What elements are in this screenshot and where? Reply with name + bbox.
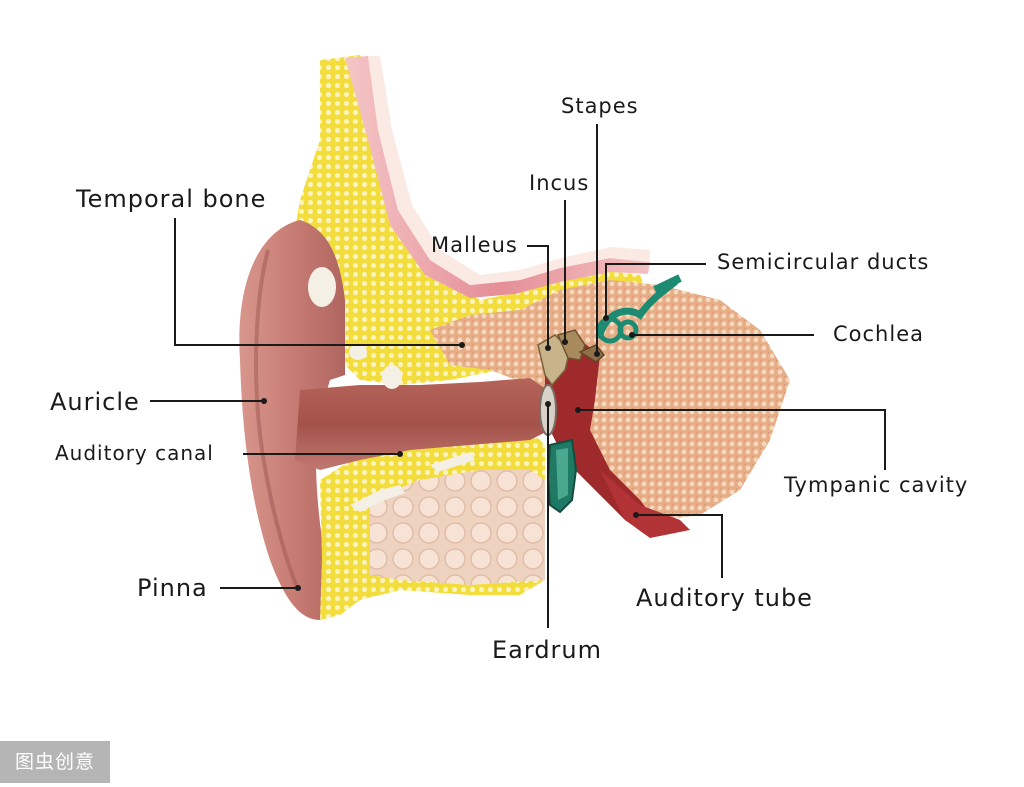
leader-tympanic: [578, 409, 886, 470]
watermark: 图虫创意: [0, 741, 110, 783]
label-auditory-canal: Auditory canal: [55, 441, 214, 465]
auricle-fold: [254, 249, 300, 591]
semicircular-canal: [653, 274, 682, 294]
tympanic-cavity-shape: [545, 340, 655, 535]
label-auditory-tube: Auditory tube: [636, 584, 813, 612]
petrous-bone: [430, 280, 790, 520]
label-temporal-bone: Temporal bone: [76, 185, 267, 213]
leader-semicircular: [605, 263, 706, 318]
bone-cavity: [430, 452, 475, 472]
leader-dots: [261, 315, 639, 591]
label-malleus: Malleus: [431, 233, 518, 257]
label-tympanic-cavity: Tympanic cavity: [784, 473, 969, 497]
leader-temporal-bone: [174, 218, 462, 346]
label-cochlea: Cochlea: [833, 322, 924, 346]
label-semicircular-ducts: Semicircular ducts: [717, 250, 930, 274]
auricle-shape: [239, 220, 345, 620]
bone-cavity: [308, 267, 336, 307]
auditory-tube-shape: [600, 470, 690, 538]
bone-cavity: [349, 344, 367, 360]
cochlea-shape: [617, 319, 639, 341]
tube-cartilage-lumen: [556, 448, 568, 500]
label-auricle: Auricle: [50, 388, 140, 416]
label-stapes: Stapes: [561, 94, 639, 118]
label-pinna: Pinna: [137, 574, 208, 602]
soft-tissue: [370, 470, 545, 585]
label-eardrum: Eardrum: [492, 636, 603, 664]
leader-auditory-tube: [636, 514, 723, 578]
bone-cavity: [382, 365, 402, 389]
auditory-canal-shape: [295, 378, 550, 470]
label-incus: Incus: [529, 171, 590, 195]
bone-cavity: [350, 485, 405, 512]
leader-malleus: [527, 245, 549, 348]
leader-lines: [150, 124, 886, 628]
